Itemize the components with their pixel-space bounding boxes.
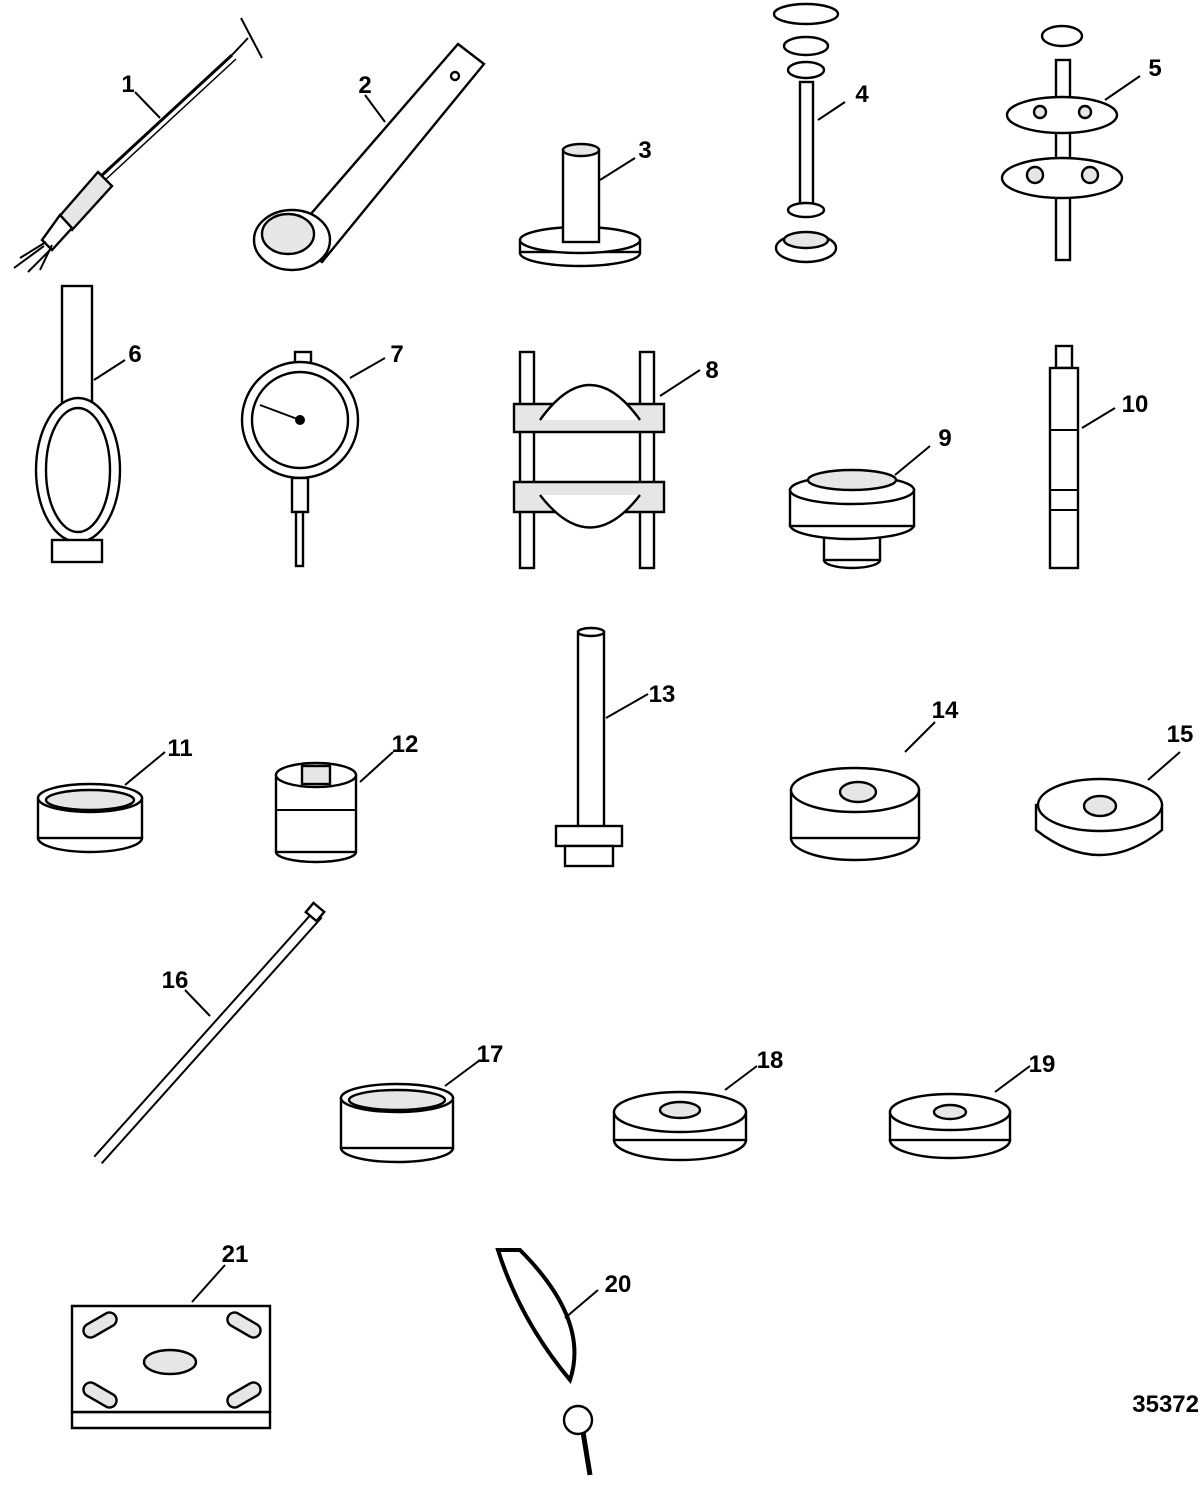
callout-20: 20 <box>564 1271 632 1319</box>
callout-13: 13 <box>605 681 676 719</box>
svg-text:18: 18 <box>757 1047 784 1074</box>
callout-12: 12 <box>359 731 419 783</box>
svg-text:16: 16 <box>162 967 189 994</box>
tool-16-threaded-rod <box>93 901 326 1164</box>
svg-text:7: 7 <box>390 341 403 368</box>
tool-7-dial-indicator <box>240 350 360 568</box>
svg-text:19: 19 <box>1029 1051 1056 1078</box>
svg-text:21: 21 <box>222 1241 249 1268</box>
svg-text:15: 15 <box>1167 721 1194 748</box>
callout-19: 19 <box>994 1051 1056 1093</box>
callout-5: 5 <box>1104 55 1162 101</box>
callout-17: 17 <box>444 1041 504 1087</box>
tool-4-bearing-installer-set <box>772 2 840 264</box>
tool-17-ring-driver <box>339 1082 455 1164</box>
svg-text:9: 9 <box>938 425 951 452</box>
tool-3-driver-handle <box>518 142 642 268</box>
tool-21-slotted-plate <box>70 1304 272 1430</box>
tool-18-stepped-plate <box>612 1090 748 1162</box>
svg-text:1: 1 <box>121 71 134 98</box>
tool-6-band-clamp <box>34 284 122 564</box>
tool-12-socket <box>274 761 358 864</box>
callout-1: 1 <box>121 71 161 119</box>
callout-8: 8 <box>659 357 719 397</box>
svg-text:5: 5 <box>1148 55 1161 82</box>
callout-14: 14 <box>904 697 959 753</box>
callout-9: 9 <box>894 425 952 476</box>
svg-text:2: 2 <box>358 72 371 99</box>
tool-10-splined-shaft <box>1048 344 1080 570</box>
callout-16: 16 <box>162 967 211 1017</box>
callout-11: 11 <box>124 735 193 786</box>
svg-text:12: 12 <box>392 731 419 758</box>
tool-19-plate <box>888 1092 1012 1160</box>
callout-7: 7 <box>349 341 404 379</box>
tool-9-stepped-driver <box>788 468 916 570</box>
svg-text:8: 8 <box>705 357 718 384</box>
callout-21: 21 <box>191 1241 249 1303</box>
svg-text:4: 4 <box>855 81 869 108</box>
svg-text:13: 13 <box>649 681 676 708</box>
callout-4: 4 <box>817 81 869 121</box>
callout-10: 10 <box>1081 391 1149 429</box>
tool-2-box-wrench <box>252 42 486 272</box>
svg-text:10: 10 <box>1122 391 1149 418</box>
svg-text:11: 11 <box>167 735 192 762</box>
tool-13-driver-rod <box>554 626 624 868</box>
tool-20-lifting-eye-sling <box>495 1248 594 1476</box>
tool-11-ring-driver <box>36 782 144 854</box>
svg-text:14: 14 <box>932 697 959 724</box>
svg-text:3: 3 <box>638 137 651 164</box>
tool-1-slide-hammer-puller <box>13 17 263 273</box>
tool-5-puller-plates <box>1000 24 1124 262</box>
callout-6: 6 <box>93 341 142 381</box>
callout-2: 2 <box>358 72 386 123</box>
callout-15: 15 <box>1147 721 1194 781</box>
figure-id: 35372 <box>1132 1391 1199 1418</box>
tool-8-bearing-separator <box>512 350 666 570</box>
svg-text:17: 17 <box>477 1041 504 1068</box>
callout-3: 3 <box>599 137 652 181</box>
tool-14-disc-driver <box>789 766 921 862</box>
svg-text:20: 20 <box>605 1271 632 1298</box>
callout-18: 18 <box>724 1047 784 1091</box>
tool-15-flat-disc <box>1034 777 1164 857</box>
svg-text:6: 6 <box>128 341 141 368</box>
